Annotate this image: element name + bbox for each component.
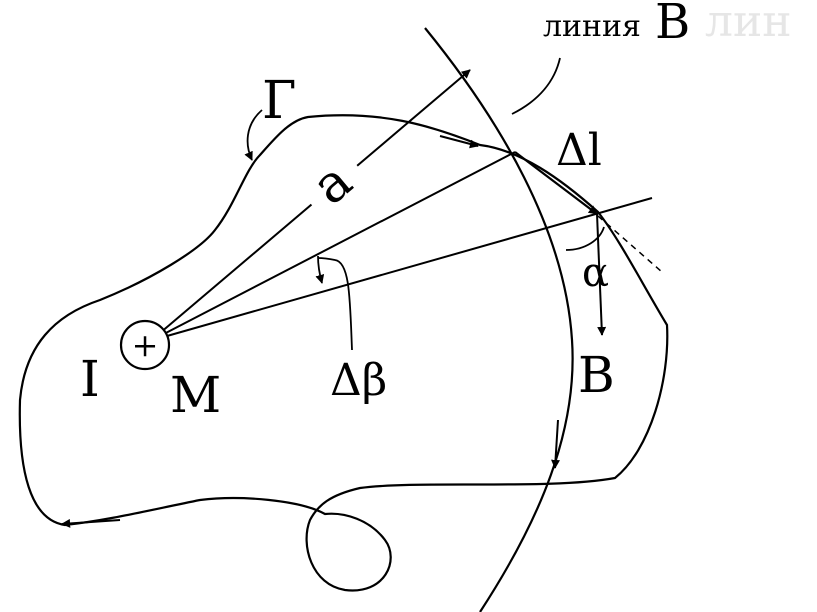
delta-l-label: Δl [556,125,602,176]
wire-plus-symbol: + [132,326,159,364]
ray-to-dl-start [159,151,516,337]
radius-label-bg [287,137,373,223]
current-i-label: I [80,350,100,408]
gamma-leader [244,109,263,161]
delta-beta-arc [315,255,325,284]
b-field-line [424,27,574,612]
point-m-label: M [170,366,221,424]
contour-arrow-top [439,135,479,149]
b-line-caption-word: линия [543,9,641,44]
wire-circle [119,319,171,371]
alpha-label: α [582,250,609,296]
alpha-angle-arc [565,226,605,251]
b-line-caption-letter: B [655,0,690,50]
b-line-leader [511,57,561,115]
ray-to-dl-end [159,197,653,339]
tangent-dashed [597,215,663,273]
b-line-caption-faded: лин [705,0,792,47]
field-vector-b-label: B [578,346,615,404]
contour-gamma-label: Г [262,71,296,131]
b-field-line-arrow [551,419,560,469]
contour-gamma [18,114,669,592]
delta-beta-leader [317,257,353,351]
delta-l-arrow [514,151,598,215]
contour-arrow-bottom [61,518,121,528]
delta-beta-label: Δβ [330,355,387,406]
b-vector-arrow [596,213,607,336]
